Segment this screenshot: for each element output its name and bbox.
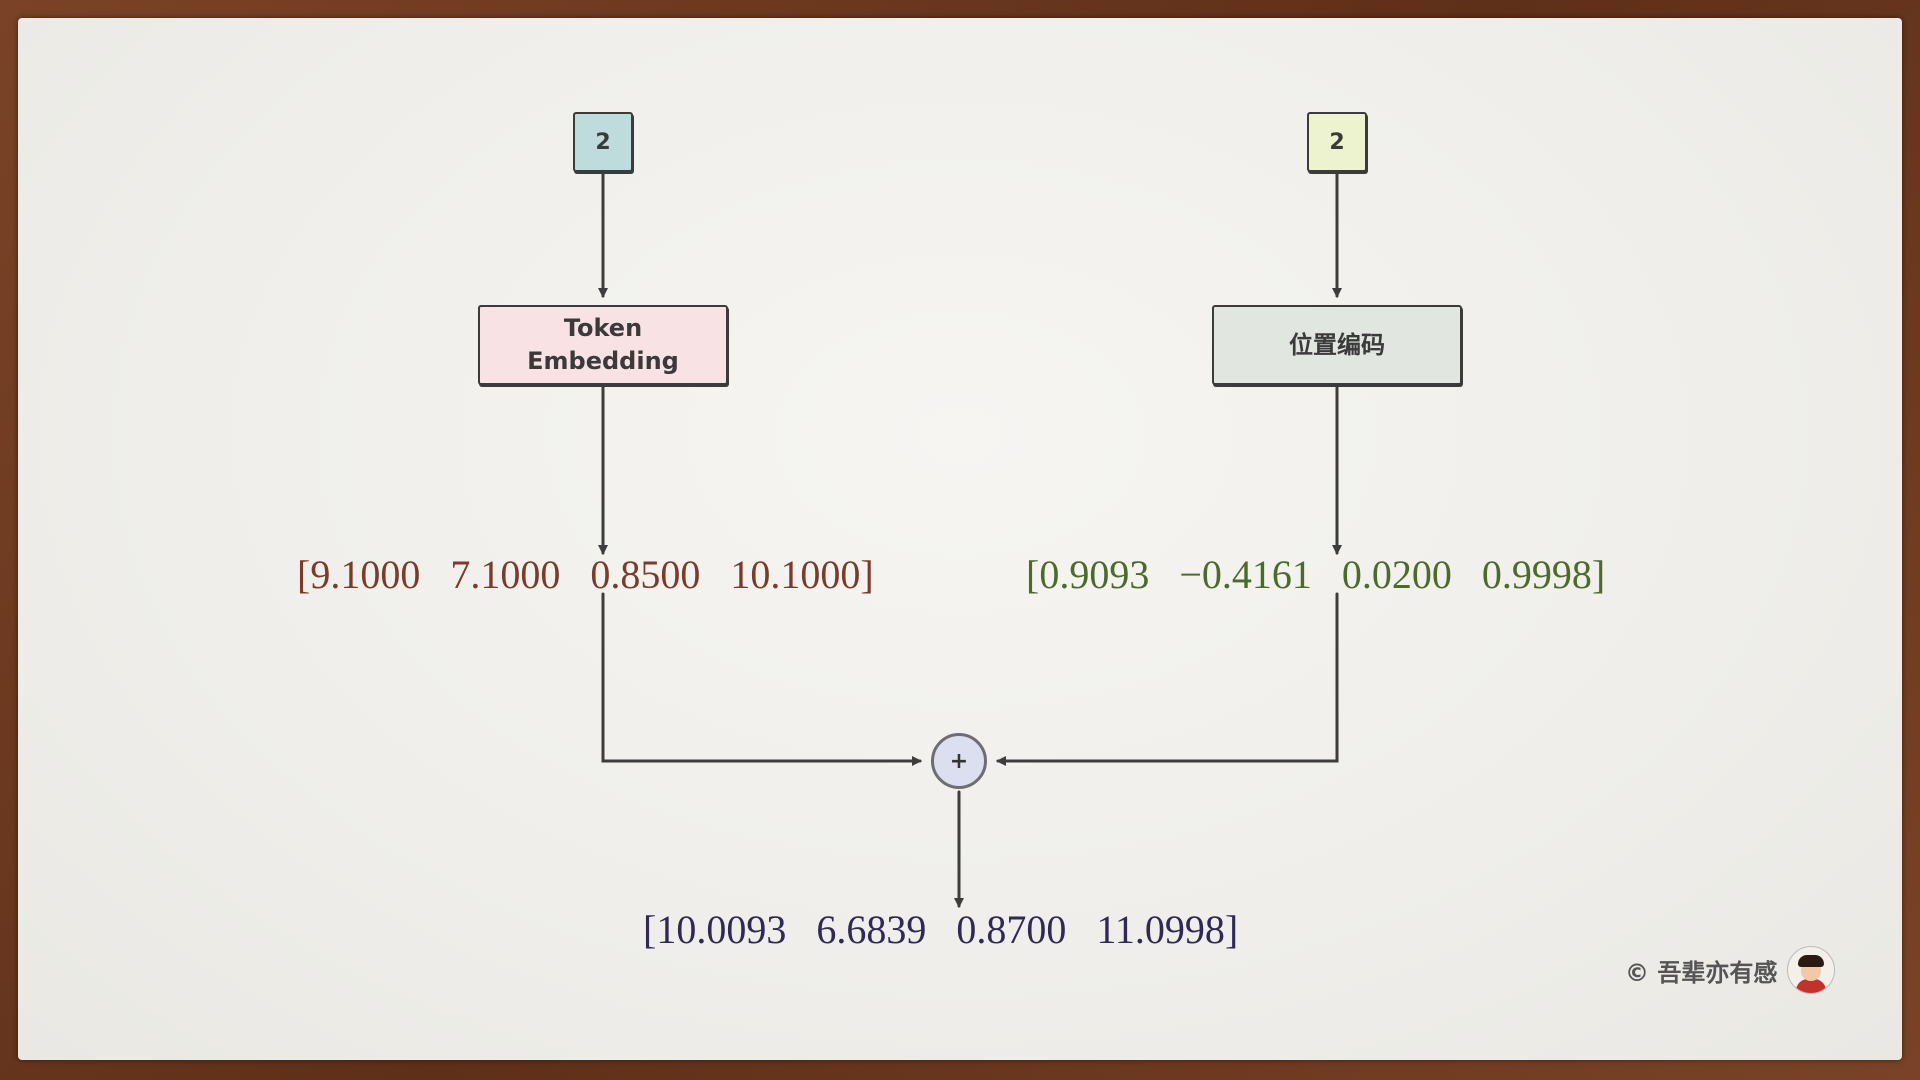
watermark-text: © 吾辈亦有感: [1625, 958, 1778, 987]
token-embedding-vector: [9.1000 7.1000 0.8500 10.1000]: [297, 552, 874, 597]
avatar: [1787, 946, 1836, 994]
addition-node: +: [931, 733, 987, 789]
token-embedding-box: Token Embedding: [478, 305, 728, 385]
position-encoding-box: 位置编码: [1212, 305, 1462, 385]
position-input-box: 2: [1307, 112, 1367, 172]
diagram-canvas: [18, 18, 1902, 1060]
watermark: © 吾辈亦有感: [1625, 946, 1836, 994]
position-encoding-vector: [0.9093 −0.4161 0.0200 0.9998]: [1026, 552, 1606, 597]
token-input-box: 2: [573, 112, 633, 172]
sum-vector: [10.0093 6.6839 0.8700 11.0998]: [643, 907, 1239, 952]
